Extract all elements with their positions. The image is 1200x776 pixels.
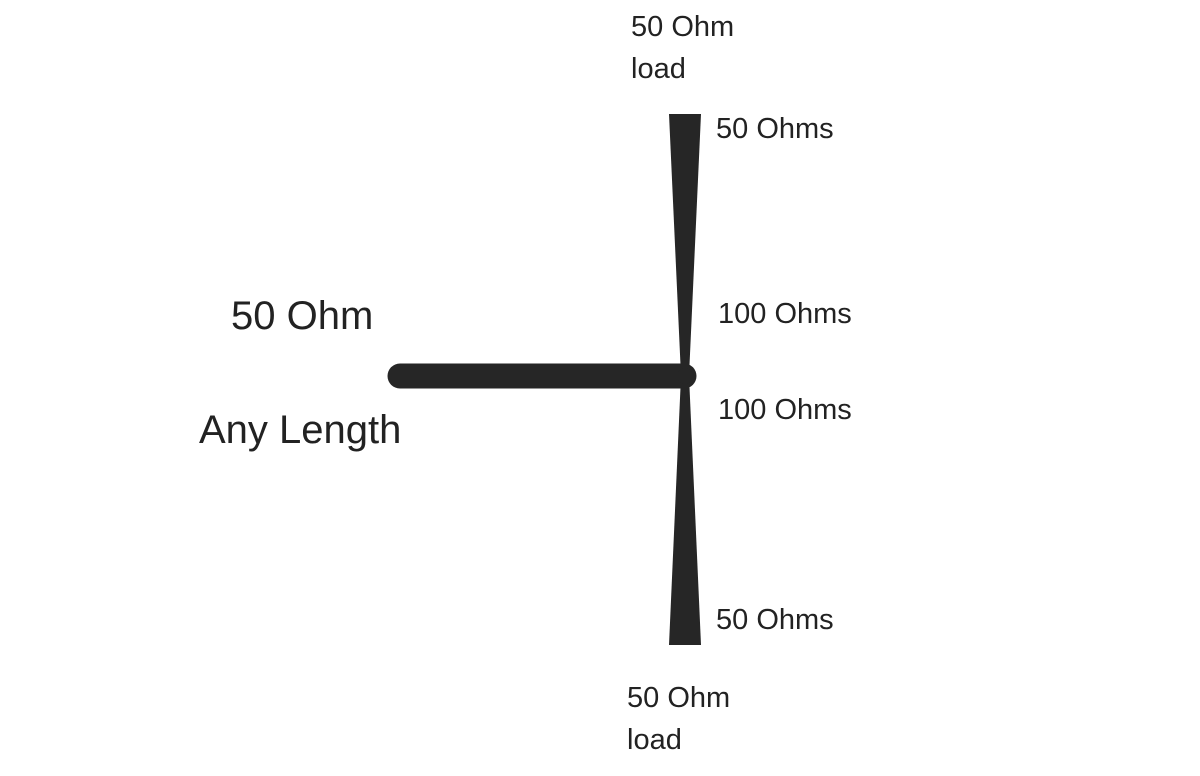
lower-mid-impedance-label: 100 Ohms <box>718 394 852 426</box>
bottom-end-impedance-label: 50 Ohms <box>716 604 834 636</box>
bottom-load-label: 50 Ohm load <box>627 682 731 756</box>
lower-taper-line <box>669 376 701 645</box>
upper-taper-line <box>669 114 701 376</box>
feed-length-label: Any Length <box>199 408 402 452</box>
feed-impedance-label: 50 Ohm <box>231 294 374 338</box>
upper-mid-impedance-label: 100 Ohms <box>718 298 852 330</box>
top-end-impedance-label: 50 Ohms <box>716 113 834 145</box>
junction-node <box>677 368 693 384</box>
top-load-label: 50 Ohm load <box>631 11 735 85</box>
